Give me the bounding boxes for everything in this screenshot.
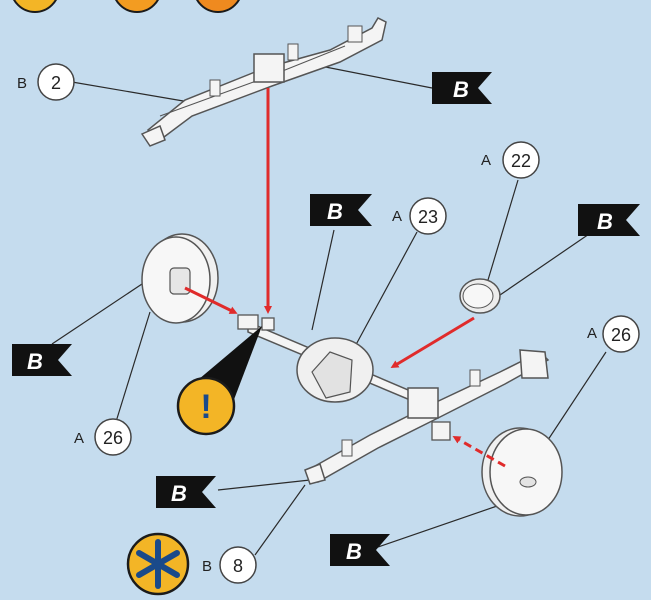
svg-text:B: B	[27, 349, 43, 374]
flag-6: B	[330, 534, 390, 566]
flag-2: B	[310, 194, 372, 226]
callout-leaf-spring-bottom: B 8	[202, 546, 257, 584]
flag-4: B	[12, 344, 72, 376]
svg-text:A: A	[74, 430, 84, 447]
svg-text:B: B	[17, 75, 27, 92]
leaf-spring-bottom	[304, 349, 550, 485]
wheel-right	[481, 427, 563, 517]
svg-text:B: B	[346, 539, 362, 564]
svg-text:B: B	[597, 209, 613, 234]
warning-icon: !	[200, 388, 211, 426]
callout-differential-housing: A 23	[392, 197, 447, 235]
svg-text:B: B	[202, 558, 212, 575]
asterisk-icon	[136, 539, 180, 589]
svg-text:2: 2	[51, 73, 61, 93]
svg-text:B: B	[453, 77, 469, 102]
flags: B B B B B B	[12, 72, 640, 566]
arrow-wheel-to-axle-right	[452, 436, 506, 468]
svg-text:8: 8	[233, 556, 243, 576]
svg-text:26: 26	[103, 428, 123, 448]
svg-text:22: 22	[511, 151, 531, 171]
callout-wheel-left: A 26	[74, 418, 132, 456]
arrow-cap-to-differential	[390, 316, 475, 369]
callout-cap: A 22	[481, 141, 540, 179]
cap-part	[459, 278, 501, 314]
arrow-wheel-to-axle	[184, 286, 238, 314]
svg-text:26: 26	[611, 325, 631, 345]
spring-clamp-bottom	[407, 387, 439, 419]
svg-text:23: 23	[418, 207, 438, 227]
svg-text:B: B	[327, 199, 343, 224]
wheel-left	[141, 233, 219, 324]
top-badge-3	[196, 0, 240, 13]
top-badges	[13, 0, 240, 13]
leaf-spring-top	[140, 17, 387, 147]
callout-leaf-spring-top: B 2	[17, 63, 75, 101]
flag-5: B	[156, 476, 216, 508]
callout-wheel-right: A 26	[587, 315, 640, 353]
top-badge-2	[115, 0, 159, 13]
svg-text:B: B	[171, 481, 187, 506]
flag-3: B	[578, 204, 640, 236]
asterisk-badge	[126, 532, 190, 596]
flag-1: B	[432, 72, 492, 104]
svg-text:A: A	[587, 325, 597, 342]
spring-clamp-top	[253, 53, 285, 83]
axle-housing	[237, 314, 424, 407]
warning-badge: !	[176, 326, 262, 436]
assembly-arrows	[184, 88, 506, 468]
svg-text:A: A	[481, 152, 491, 169]
top-badge-1	[13, 0, 57, 13]
svg-text:A: A	[392, 208, 402, 225]
